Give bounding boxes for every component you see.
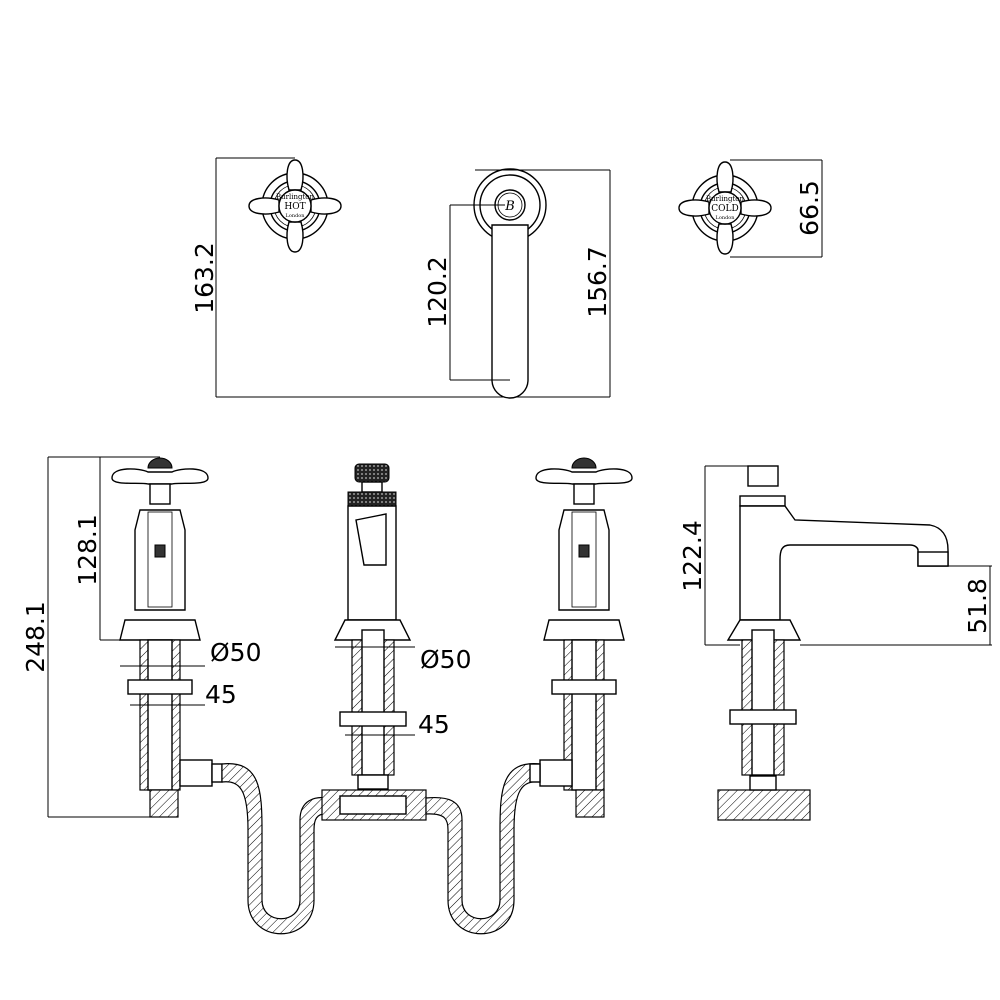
svg-text:66.5: 66.5 (795, 180, 824, 236)
cold-handle-top: Burlington COLD London (678, 161, 772, 255)
dim-label-thread: 45 (205, 680, 237, 709)
hot-handle-top: Burlington HOT London (248, 159, 342, 253)
brand-logo: B (504, 199, 515, 214)
dimension-122-4: 122.4 (678, 465, 765, 646)
svg-text:COLD: COLD (711, 204, 738, 214)
dimension-66-5: 66.5 (730, 159, 824, 258)
front-view: 248.1 128.1 Ø50 45 (21, 456, 633, 935)
dim-label-diameter: Ø50 (210, 638, 262, 667)
flexible-hose-right (425, 763, 541, 935)
dimension-163-2: 163.2 (190, 157, 610, 398)
dimension-128-1: 128.1 (73, 457, 160, 641)
svg-text:Burlington: Burlington (706, 195, 744, 203)
spout-front-section: Ø50 45 (321, 463, 472, 821)
flexible-hose-left (221, 763, 329, 935)
side-view: 122.4 51.8 (678, 465, 992, 821)
svg-text:51.8: 51.8 (963, 578, 992, 634)
cold-valve-section (529, 457, 633, 818)
dimension-120-2: 120.2 (423, 204, 510, 381)
spout-top: B (473, 168, 610, 399)
top-view: 163.2 Burlington HOT London B (190, 157, 824, 399)
svg-text:156.7: 156.7 (583, 246, 612, 318)
dimension-51-8: 51.8 (800, 565, 992, 646)
svg-text:122.4: 122.4 (678, 520, 707, 592)
dimension-156-7: 156.7 (583, 170, 612, 397)
svg-text:HOT: HOT (284, 202, 305, 212)
svg-text:120.2: 120.2 (423, 256, 452, 328)
svg-text:London: London (716, 215, 736, 221)
svg-text:Burlington: Burlington (276, 193, 314, 201)
svg-text:Ø50: Ø50 (420, 645, 472, 674)
dimension-248-1: 248.1 (21, 456, 160, 818)
svg-text:London: London (286, 213, 306, 219)
svg-text:248.1: 248.1 (21, 601, 50, 673)
dim-label: 163.2 (190, 242, 219, 314)
svg-text:128.1: 128.1 (73, 514, 102, 586)
svg-text:45: 45 (418, 710, 450, 739)
hot-valve-section: Ø50 45 (111, 457, 262, 818)
spout-side (717, 465, 949, 821)
